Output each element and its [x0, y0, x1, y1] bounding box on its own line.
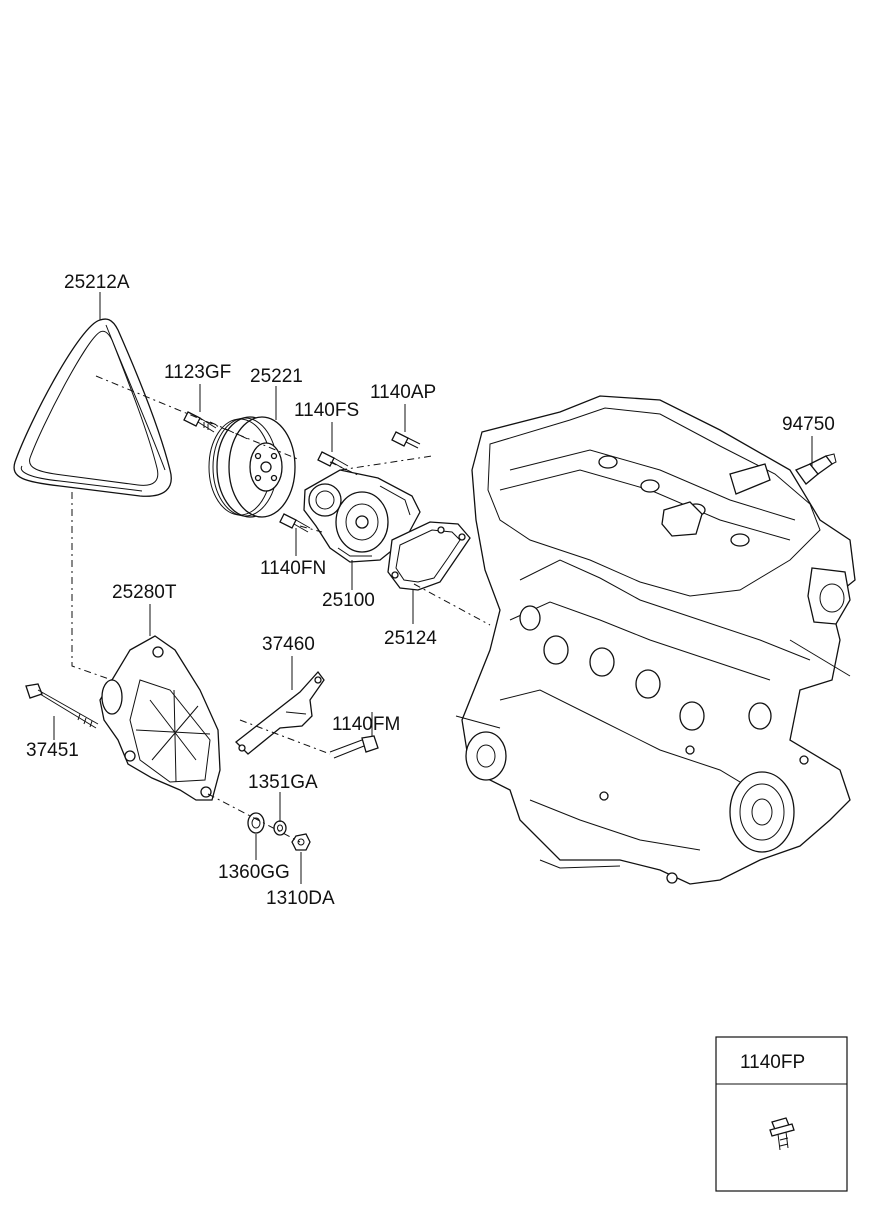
washer-1351ga[interactable] [273, 820, 287, 836]
bolt-1140fs[interactable] [317, 451, 349, 471]
bolt-1140fm[interactable] [329, 735, 379, 759]
label-1360gg: 1360GG [218, 862, 290, 883]
legend-title: 1140FP [740, 1052, 805, 1073]
gasket-25124[interactable] [387, 521, 471, 591]
label-1140ap: 1140AP [370, 382, 436, 403]
label-25280t: 25280T [112, 582, 177, 603]
label-94750: 94750 [782, 414, 835, 435]
label-1351ga: 1351GA [248, 772, 318, 793]
assembly-guide-lines [71, 375, 491, 843]
water-pump-pulley-25221[interactable] [208, 416, 296, 518]
bolt-1140fn[interactable] [279, 513, 311, 533]
bolt-1123gf[interactable] [183, 411, 217, 433]
label-1140fs: 1140FS [294, 400, 359, 421]
alternator-bracket-25280t[interactable] [99, 635, 221, 801]
legend-box: 1140FP [715, 1036, 848, 1192]
label-25124: 25124 [384, 628, 437, 649]
label-1310da: 1310DA [266, 888, 335, 909]
label-1140fn: 1140FN [260, 558, 326, 579]
nut-1310da[interactable] [291, 833, 311, 851]
long-bolt-37451[interactable] [25, 683, 99, 729]
label-37451: 37451 [26, 740, 79, 761]
bolt-1140ap[interactable] [391, 431, 421, 449]
label-25221: 25221 [250, 366, 303, 387]
adjuster-bracket-37460[interactable] [235, 670, 325, 755]
temperature-sensor-94750[interactable] [795, 453, 837, 485]
leader-lines [53, 292, 813, 884]
label-1140fm: 1140FM [332, 714, 400, 735]
nut-1360gg[interactable] [247, 812, 265, 834]
label-25212a: 25212A [64, 272, 130, 293]
label-25100: 25100 [322, 590, 375, 611]
engine-block [455, 395, 856, 885]
label-1123gf: 1123GF [164, 362, 231, 383]
flange-bolt-icon [769, 1117, 795, 1151]
label-37460: 37460 [262, 634, 315, 655]
drive-belt-25212a[interactable] [13, 318, 172, 497]
